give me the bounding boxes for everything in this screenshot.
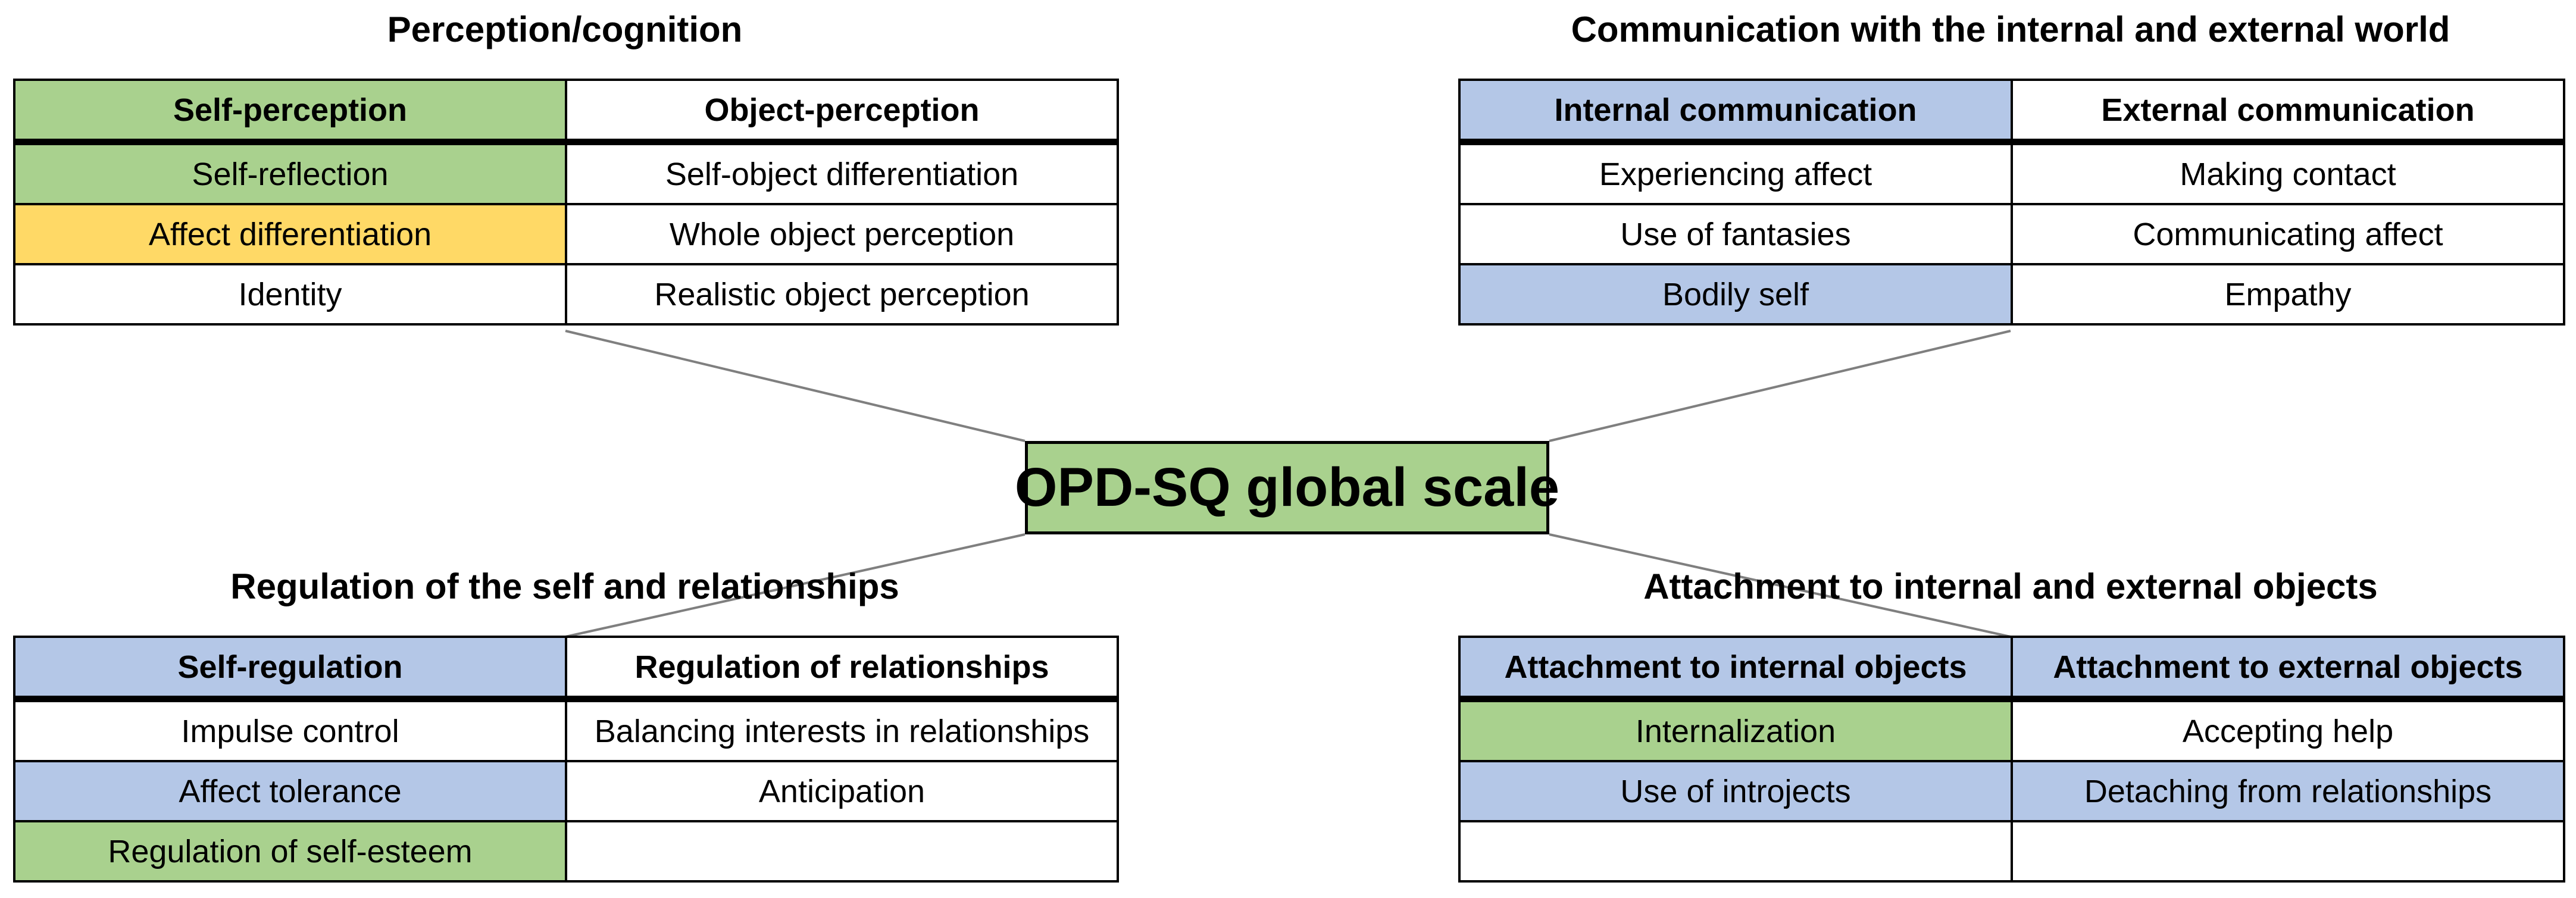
table-cell: Use of introjects <box>1458 760 2013 822</box>
table-cell: Empathy <box>2011 263 2565 326</box>
table-row: Impulse control Balancing interests in r… <box>13 697 1119 762</box>
table-cell: Whole object perception <box>565 203 1119 265</box>
connector-bottom-left <box>565 533 1026 638</box>
table-cell: Balancing interests in relationships <box>565 697 1119 762</box>
section-title-communication: Communication with the internal and exte… <box>1571 10 2450 49</box>
table-cell: Affect differentiation <box>13 203 567 265</box>
header-cell: Attachment to internal objects <box>1458 636 2013 702</box>
table-cell: Detaching from relationships <box>2011 760 2565 822</box>
table-cell: Accepting help <box>2011 697 2565 762</box>
header-cell: Self-perception <box>13 79 567 145</box>
center-node-global-scale: OPD-SQ global scale <box>1015 441 1559 534</box>
header-cell: Internal communication <box>1458 79 2013 145</box>
table-cell: Communicating affect <box>2011 203 2565 265</box>
table-attachment: Attachment to internal objects Attachmen… <box>1458 636 2565 883</box>
table-cell: Affect tolerance <box>13 760 567 822</box>
table-cell: Experiencing affect <box>1458 140 2013 205</box>
table-cell: Anticipation <box>565 760 1119 822</box>
section-title-attachment: Attachment to internal and external obje… <box>1643 567 2378 606</box>
table-cell: Bodily self <box>1458 263 2013 326</box>
table-cell: Regulation of self-esteem <box>13 820 567 883</box>
table-cell <box>565 820 1119 883</box>
table-row: Self-reflection Self-object differentiat… <box>13 140 1119 205</box>
table-header-row: Internal communication External communic… <box>1458 79 2565 145</box>
connector-top-right <box>1549 330 2011 442</box>
table-row: Internalization Accepting help <box>1458 697 2565 762</box>
section-title-perception-cognition: Perception/cognition <box>387 10 743 49</box>
header-cell: Regulation of relationships <box>565 636 1119 702</box>
connector-bottom-right <box>1549 533 2011 638</box>
table-cell <box>2011 820 2565 883</box>
header-cell: Attachment to external objects <box>2011 636 2565 702</box>
table-cell: Realistic object perception <box>565 263 1119 326</box>
table-perception-cognition: Self-perception Object-perception Self-r… <box>13 79 1119 326</box>
section-title-regulation: Regulation of the self and relationships <box>230 567 899 606</box>
table-header-row: Attachment to internal objects Attachmen… <box>1458 636 2565 702</box>
table-cell: Use of fantasies <box>1458 203 2013 265</box>
table-row: Affect tolerance Anticipation <box>13 760 1119 822</box>
table-cell: Internalization <box>1458 697 2013 762</box>
table-row: Bodily self Empathy <box>1458 263 2565 326</box>
table-row: Use of fantasies Communicating affect <box>1458 203 2565 265</box>
table-cell: Identity <box>13 263 567 326</box>
table-cell: Impulse control <box>13 697 567 762</box>
connector-top-left <box>565 330 1026 442</box>
table-cell: Making contact <box>2011 140 2565 205</box>
table-row: Identity Realistic object perception <box>13 263 1119 326</box>
table-row: Regulation of self-esteem <box>13 820 1119 883</box>
header-cell: Object-perception <box>565 79 1119 145</box>
table-row: Use of introjects Detaching from relatio… <box>1458 760 2565 822</box>
table-row: Affect differentiation Whole object perc… <box>13 203 1119 265</box>
table-row <box>1458 820 2565 883</box>
table-cell <box>1458 820 2013 883</box>
table-cell: Self-reflection <box>13 140 567 205</box>
table-row: Experiencing affect Making contact <box>1458 140 2565 205</box>
table-header-row: Self-perception Object-perception <box>13 79 1119 145</box>
header-cell: External communication <box>2011 79 2565 145</box>
table-cell: Self-object differentiation <box>565 140 1119 205</box>
table-header-row: Self-regulation Regulation of relationsh… <box>13 636 1119 702</box>
table-regulation: Self-regulation Regulation of relationsh… <box>13 636 1119 883</box>
table-communication: Internal communication External communic… <box>1458 79 2565 326</box>
header-cell: Self-regulation <box>13 636 567 702</box>
